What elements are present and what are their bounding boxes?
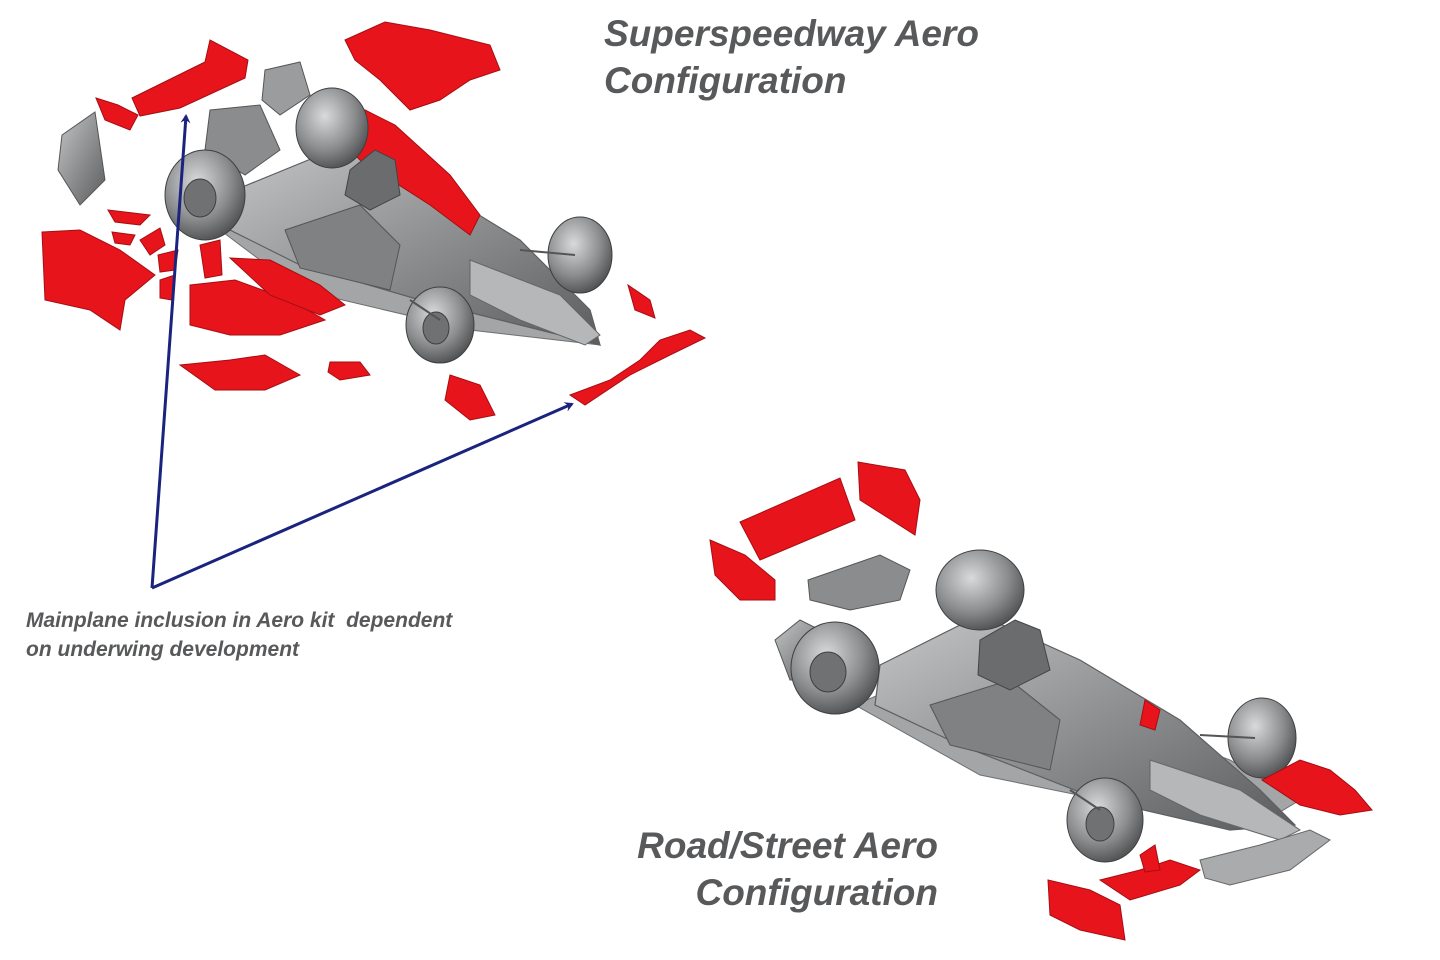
mainplane-arrows	[150, 114, 574, 590]
superspeedway-title-line2: Configuration	[604, 60, 847, 101]
superspeedway-title-line1: Superspeedway Aero	[604, 13, 979, 54]
road-street-car	[774, 549, 1331, 886]
superspeedway-title: Superspeedway Aero Configuration	[604, 10, 979, 104]
arrow-to-front-mainplane	[151, 402, 574, 590]
mainplane-annotation-line2: on underwing development	[26, 638, 300, 661]
road-street-title: Road/Street Aero Configuration	[560, 822, 938, 916]
mainplane-annotation-line1: Mainplane inclusion in Aero kit dependen…	[26, 609, 453, 632]
road-street-title-line2: Configuration	[695, 872, 938, 913]
road-street-aero-parts	[709, 461, 1373, 941]
arrow-to-rear-mainplane	[150, 114, 191, 589]
mainplane-annotation: Mainplane inclusion in Aero kit dependen…	[26, 606, 452, 664]
superspeedway-aero-parts	[41, 21, 707, 421]
superspeedway-car	[57, 61, 613, 364]
road-street-title-line1: Road/Street Aero	[637, 825, 938, 866]
